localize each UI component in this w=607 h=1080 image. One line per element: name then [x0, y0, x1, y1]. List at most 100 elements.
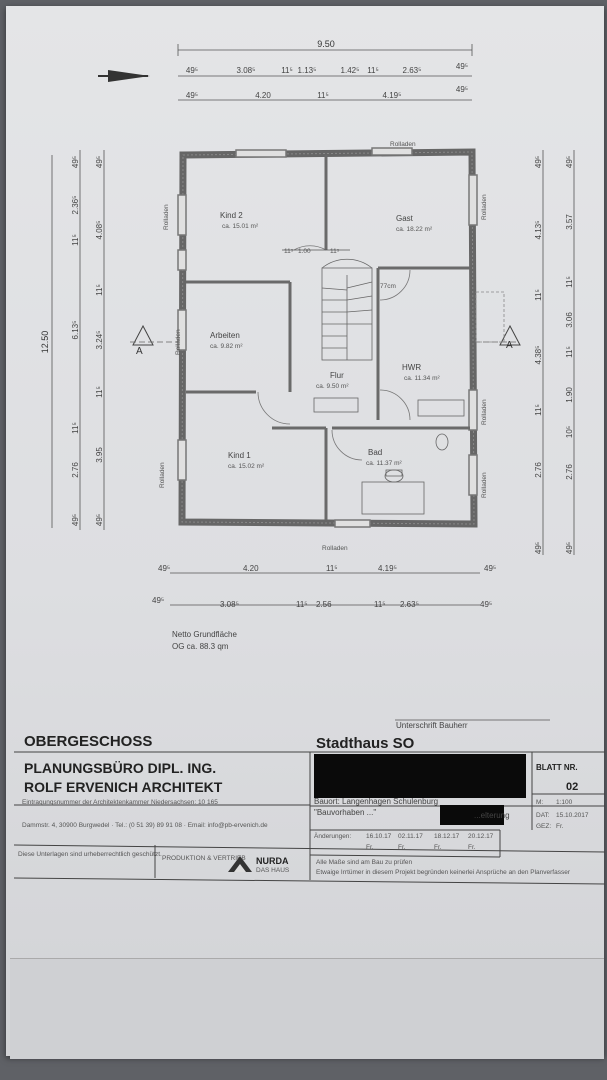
svg-text:2.36⁵: 2.36⁵	[71, 196, 80, 215]
svg-text:49⁵: 49⁵	[480, 600, 492, 609]
door-dims: 11⁵ 1.00 11⁵	[282, 248, 350, 255]
svg-text:2.63⁵: 2.63⁵	[403, 66, 422, 75]
svg-text:4.20: 4.20	[243, 564, 259, 573]
svg-text:ca. 9.82 m²: ca. 9.82 m²	[210, 343, 243, 350]
overall-width-dim: 9.50	[317, 39, 335, 49]
bauvorhaben-text: "Bauvorhaben ..."	[314, 808, 376, 817]
svg-text:11⁵: 11⁵	[534, 404, 543, 416]
floor-title: OBERGESCHOSS	[24, 733, 152, 750]
changes-label: Änderungen:	[314, 832, 351, 840]
svg-text:Bad: Bad	[368, 448, 382, 457]
rolladen-left2-label: Rolladen	[175, 329, 182, 355]
paper-bottom-edge	[10, 958, 604, 1059]
svg-text:49⁵: 49⁵	[565, 156, 574, 168]
changes-dates: 16.10.17 02.11.17 18.12.17 20.12.17 Fr. …	[366, 833, 494, 851]
svg-text:1.13⁵: 1.13⁵	[298, 66, 317, 75]
redacted-block-small	[440, 805, 504, 825]
bottom-dims-row2: 49⁵ 3.08⁵ 11⁵ 2.56 11⁵ 2.63⁵ 49⁵	[152, 596, 492, 609]
bathroom-fixtures	[361, 399, 465, 515]
brand-name: NURDA	[256, 856, 289, 866]
rolladen-right3-label: Rolladen	[481, 472, 488, 498]
redacted-block	[314, 754, 526, 798]
svg-text:1.42⁵: 1.42⁵	[341, 66, 360, 75]
bauvorhaben-tail: ...elterung	[474, 811, 510, 820]
svg-text:11⁵: 11⁵	[330, 248, 340, 255]
room-kind2: Kind 2 ca. 15.01 m²	[220, 211, 259, 230]
svg-text:11⁵: 11⁵	[296, 600, 308, 609]
dat-label: DAT:	[536, 812, 550, 819]
bauort-text: Bauort: Langenhagen Schulenburg	[314, 797, 438, 806]
svg-text:Fr.: Fr.	[366, 844, 374, 851]
office-line2: ROLF ERVENICH ARCHITEKT	[24, 779, 223, 795]
svg-text:49⁵: 49⁵	[71, 156, 80, 168]
svg-text:11⁵: 11⁵	[367, 66, 379, 75]
svg-text:11⁵: 11⁵	[317, 91, 329, 100]
flur-fixture	[313, 397, 359, 413]
rolladen-top-label: Rolladen	[390, 141, 416, 148]
project-title: Stadthaus SO	[316, 735, 415, 752]
left-dims-col1: 49⁵ 2.36⁵ 11⁵ 6.13⁵ 11⁵ 2.76 49⁵	[71, 156, 80, 526]
svg-text:3.57: 3.57	[565, 214, 574, 230]
svg-text:11⁵: 11⁵	[71, 422, 80, 434]
svg-text:49⁵: 49⁵	[186, 91, 198, 100]
section-marker-right: A	[474, 291, 521, 351]
svg-text:ca. 11.34 m²: ca. 11.34 m²	[404, 375, 440, 382]
gez-label: GEZ:	[536, 823, 551, 830]
room-arbeiten: Arbeiten ca. 9.82 m²	[210, 331, 243, 350]
room-bad: Bad ca. 11.37 m²	[366, 448, 402, 467]
svg-text:Kind 2: Kind 2	[220, 211, 243, 220]
svg-text:2.56: 2.56	[316, 600, 332, 609]
footer-note2: Etwaige Irrtümer in diesem Projekt begrü…	[316, 869, 571, 876]
office-line1: PLANUNGSBÜRO DIPL. ING.	[24, 760, 216, 776]
svg-text:11⁵: 11⁵	[284, 248, 294, 255]
bottom-dims-row1: 49⁵ 4.20 11⁵ 4.19⁵ 49⁵	[158, 564, 496, 573]
left-dims-col2: 49⁵ 4.08⁵ 11⁵ 3.24⁵ 11⁵ 3.95 49⁵	[95, 156, 104, 526]
svg-text:2.76: 2.76	[565, 464, 574, 480]
footer-note1: Alle Maße sind am Bau zu prüfen	[316, 859, 412, 866]
svg-text:2.63⁵: 2.63⁵	[400, 600, 419, 609]
svg-text:4.19⁵: 4.19⁵	[383, 91, 402, 100]
office-address: Dammstr. 4, 30900 Burgwedel · Tel.: (0 5…	[22, 822, 268, 829]
svg-text:1.90: 1.90	[565, 387, 574, 403]
svg-text:HWR: HWR	[402, 363, 421, 372]
svg-text:49⁵: 49⁵	[95, 156, 104, 168]
signature-label: Unterschrift Bauherr	[396, 721, 468, 730]
svg-text:11⁵: 11⁵	[565, 276, 574, 288]
dat-value: 15.10.2017	[556, 812, 589, 819]
svg-text:18.12.17: 18.12.17	[434, 833, 460, 840]
svg-text:3.08⁵: 3.08⁵	[237, 66, 256, 75]
door-swings	[257, 245, 411, 461]
svg-text:11⁵: 11⁵	[326, 564, 338, 573]
brand-sub: DAS HAUS	[256, 867, 290, 874]
svg-text:3.08⁵: 3.08⁵	[220, 600, 239, 609]
svg-text:02.11.17: 02.11.17	[398, 833, 423, 840]
rolladen-left3-label: Rolladen	[159, 462, 166, 488]
stair-width-label: 77cm	[380, 283, 396, 290]
top-dims-row1: 49⁵ 3.08⁵ 11⁵ 1.13⁵ 1.42⁵ 11⁵ 2.63⁵ 49⁵	[186, 62, 468, 75]
svg-text:ca. 15.02 m²: ca. 15.02 m²	[228, 463, 265, 470]
svg-text:49⁵: 49⁵	[186, 66, 198, 75]
svg-text:49⁵: 49⁵	[158, 564, 170, 573]
svg-text:4.08⁵: 4.08⁵	[95, 221, 104, 240]
m-value: 1:100	[556, 799, 573, 806]
netto-value: OG ca. 88.3 qm	[172, 642, 229, 651]
svg-text:11⁵: 11⁵	[374, 600, 386, 609]
room-kind1: Kind 1 ca. 15.02 m²	[228, 451, 265, 470]
svg-text:ca. 18.22 m²: ca. 18.22 m²	[396, 226, 433, 233]
blatt-label: BLATT NR.	[536, 763, 578, 772]
svg-text:3.95: 3.95	[95, 447, 104, 463]
svg-text:11⁵: 11⁵	[95, 386, 104, 398]
svg-text:3.06: 3.06	[565, 312, 574, 328]
svg-text:Kind 1: Kind 1	[228, 451, 251, 460]
window-marks	[177, 147, 478, 528]
rolladen-bottom-label: Rolladen	[322, 545, 348, 552]
svg-text:11⁵: 11⁵	[534, 289, 543, 301]
svg-text:16.10.17: 16.10.17	[366, 833, 392, 840]
section-marker-left: A	[130, 324, 178, 357]
svg-text:Fr.: Fr.	[468, 844, 476, 851]
svg-text:10⁵: 10⁵	[565, 426, 574, 438]
rolladen-left-label: Rolladen	[163, 204, 170, 230]
svg-text:4.20: 4.20	[255, 91, 271, 100]
north-arrow-icon	[98, 70, 150, 82]
